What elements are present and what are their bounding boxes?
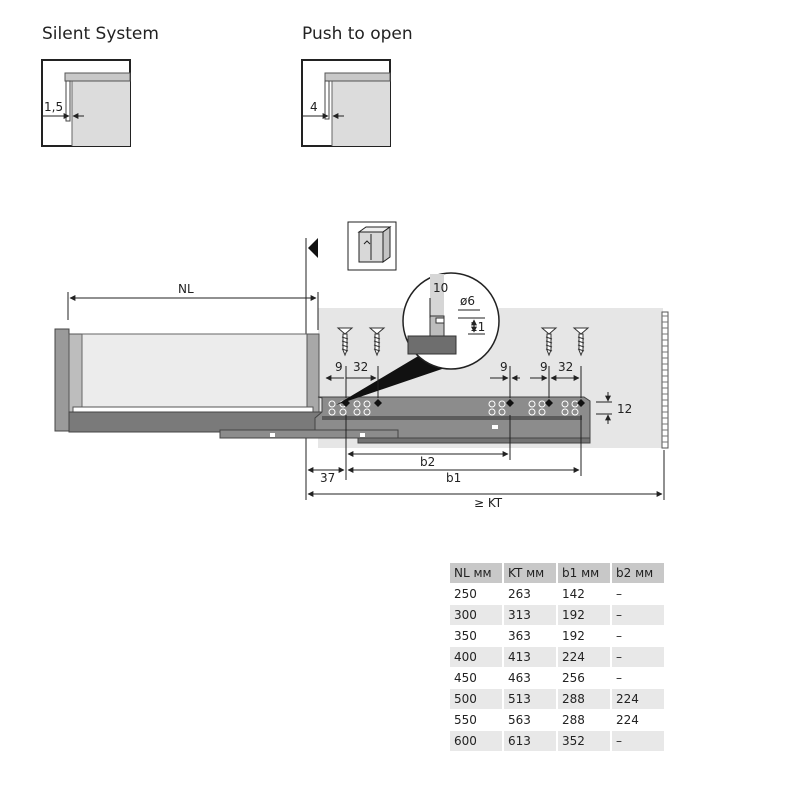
table-cell: 313 [503, 604, 558, 626]
callout-height-label: 10 [433, 281, 448, 295]
screw-offset-b-label: 9 [500, 360, 508, 374]
table-cell: – [611, 667, 666, 689]
table-cell: – [611, 583, 666, 605]
table-header: NL мм [450, 563, 504, 584]
table-header: b1 мм [557, 563, 612, 584]
table-cell: 288 [557, 709, 612, 731]
nl-label: NL [178, 282, 194, 296]
screw-hole-pattern [328, 400, 579, 416]
table-row: 550 563 288 224 [450, 709, 666, 731]
table-header: KT мм [503, 563, 558, 584]
table-cell: 463 [503, 667, 558, 689]
drawer-runner [219, 396, 591, 444]
screw-pitch-a-label: 32 [353, 360, 368, 374]
drawer-assembly [54, 328, 330, 433]
arrow-marker-icon [308, 238, 318, 258]
table-cell: 613 [503, 730, 558, 752]
table-cell: 288 [557, 688, 612, 710]
table-cell: – [611, 604, 666, 626]
table-row: 500 513 288 224 [450, 688, 666, 710]
table-cell: 400 [450, 646, 504, 668]
table-cell: 250 [450, 583, 504, 605]
table-cell: 224 [557, 646, 612, 668]
table-cell: 192 [557, 604, 612, 626]
screw-offset-c-label: 9 [540, 360, 548, 374]
silent-gap-label: 1,5 [44, 100, 63, 114]
push-to-open-title: Push to open [302, 24, 413, 44]
table-cell: 450 [450, 667, 504, 689]
silent-system-detail: 1,5 [41, 59, 131, 147]
table-cell: 413 [503, 646, 558, 668]
detail-callout: 10 ø6 11 [336, 272, 500, 405]
table-cell: 300 [450, 604, 504, 626]
table-cell: – [611, 646, 666, 668]
table-row: 450 463 256 – [450, 667, 666, 689]
table-cell: 263 [503, 583, 558, 605]
height-label: 12 [617, 402, 632, 416]
push-gap-label: 4 [310, 100, 318, 114]
screw-offset-a-label: 9 [335, 360, 343, 374]
table-cell: 142 [557, 583, 612, 605]
dimension-table: NL мм KT мм b1 мм b2 мм 250 263 142 – 30… [450, 563, 666, 752]
b1-label: b1 [446, 471, 461, 485]
table-row: 250 263 142 – [450, 583, 666, 605]
back-wall [661, 311, 669, 449]
table-cell: – [611, 730, 666, 752]
callout-offset-label: 11 [470, 320, 485, 334]
table-cell: – [611, 625, 666, 647]
table-cell: 513 [503, 688, 558, 710]
table-cell: 192 [557, 625, 612, 647]
table-cell: 563 [503, 709, 558, 731]
table-cell: 550 [450, 709, 504, 731]
table-row: 400 413 224 – [450, 646, 666, 668]
table-cell: 350 [450, 625, 504, 647]
front-offset-label: 37 [320, 471, 335, 485]
callout-hole-label: ø6 [460, 294, 475, 308]
screw-threads [341, 336, 585, 352]
table-row: 350 363 192 – [450, 625, 666, 647]
table-cell: 600 [450, 730, 504, 752]
cabinet-icon [347, 221, 397, 271]
kt-label: ≥ KT [474, 496, 503, 510]
table-cell: 224 [611, 688, 666, 710]
push-to-open-detail: 4 [301, 59, 391, 147]
table-row: 300 313 192 – [450, 604, 666, 626]
screw-pitch-b-label: 32 [558, 360, 573, 374]
table-header: b2 мм [611, 563, 666, 584]
silent-system-title: Silent System [42, 24, 159, 44]
table-cell: 224 [611, 709, 666, 731]
table-cell: 363 [503, 625, 558, 647]
table-row: 600 613 352 – [450, 730, 666, 752]
b2-label: b2 [420, 455, 435, 469]
table-cell: 256 [557, 667, 612, 689]
table-cell: 500 [450, 688, 504, 710]
table-cell: 352 [557, 730, 612, 752]
